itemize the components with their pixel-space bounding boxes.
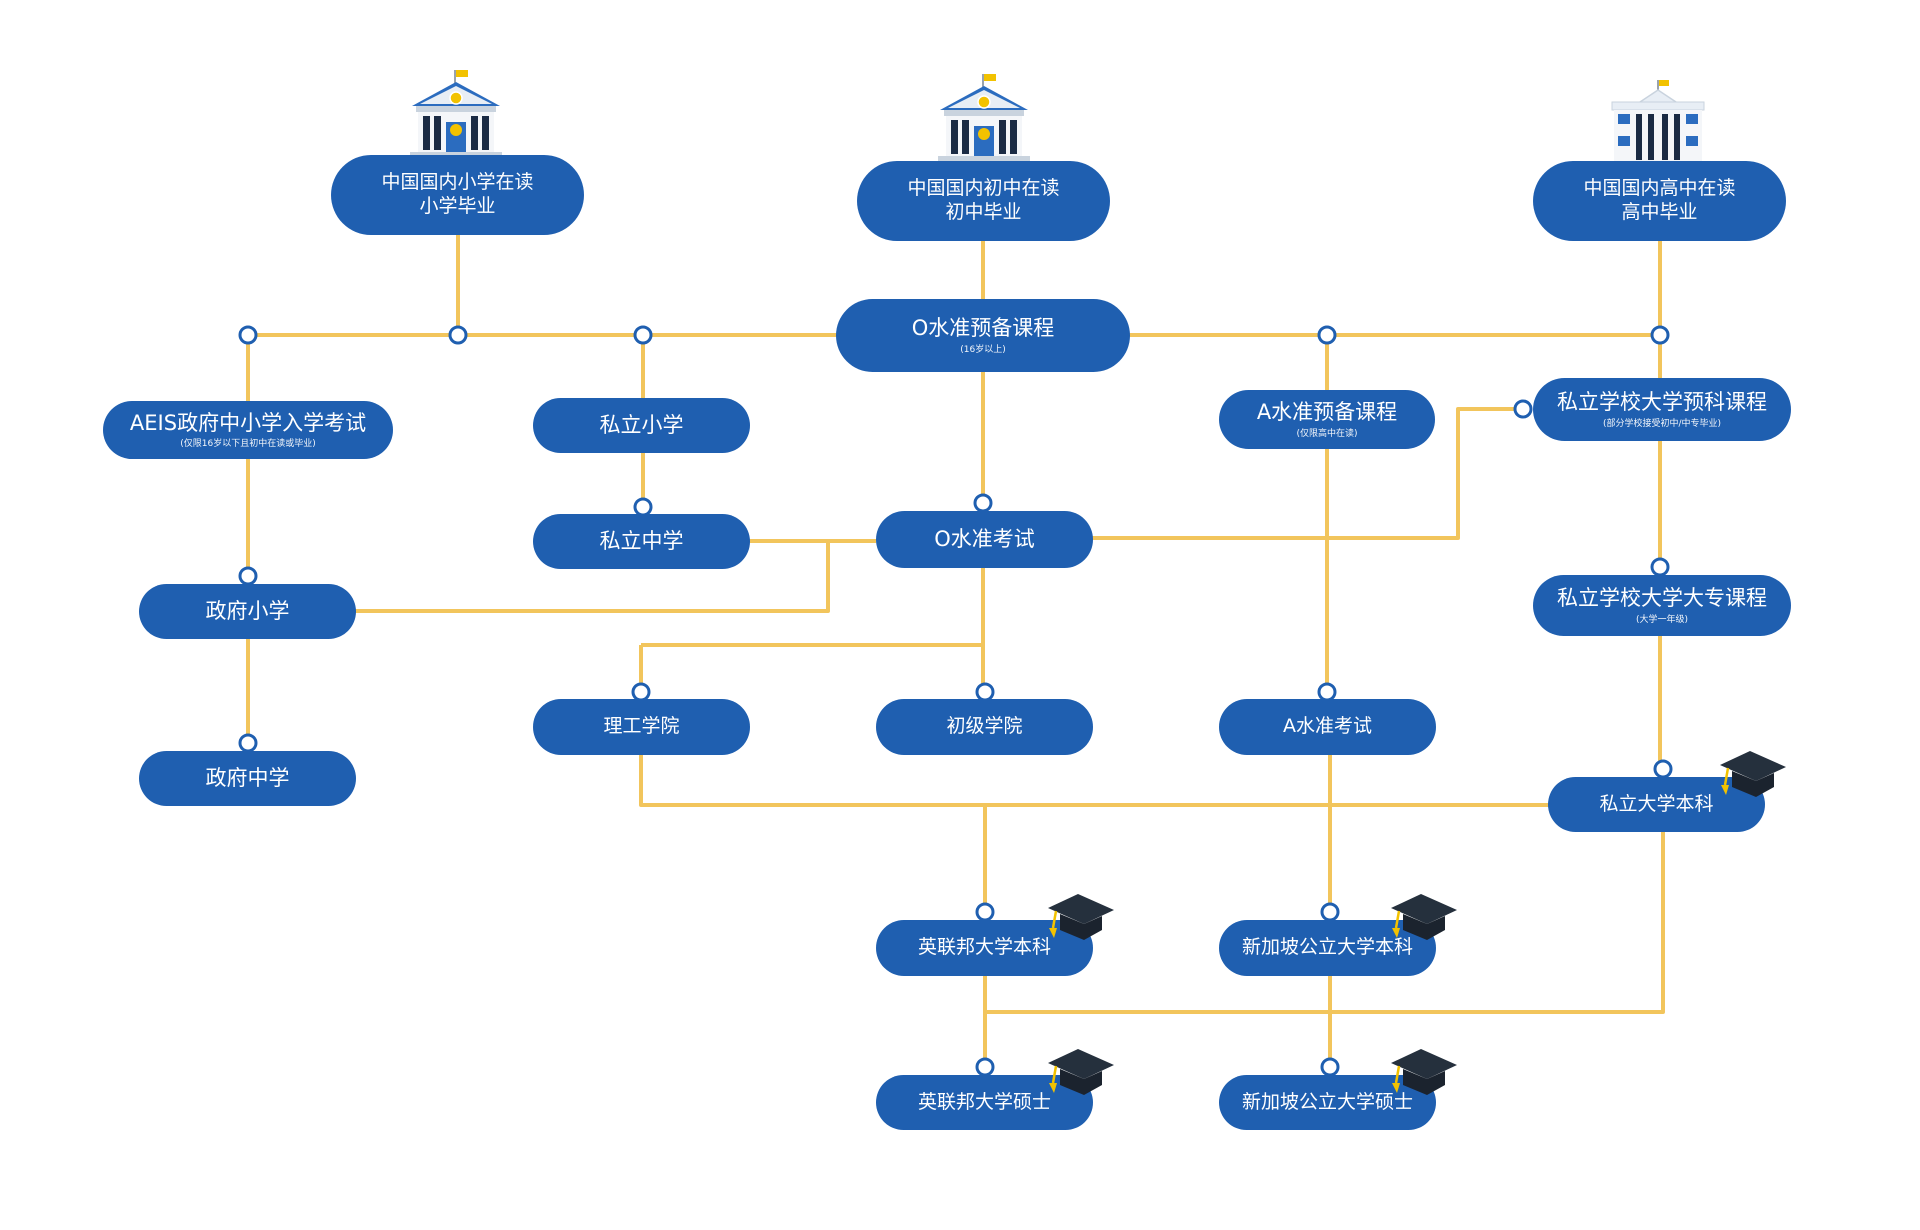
- junction-private-primary: [633, 325, 653, 345]
- junction-senior: [1650, 325, 1670, 345]
- junction-private-secondary: [633, 497, 653, 517]
- node-private-bachelor: 私立大学本科: [1548, 777, 1765, 832]
- junction-foundation: [1513, 399, 1533, 419]
- node-label-line2: 高中毕业: [1621, 201, 1698, 223]
- node-label: 私立中学: [599, 529, 684, 554]
- junction-jc: [975, 682, 995, 702]
- school-building-icon: [934, 74, 1034, 166]
- junction-private-bachelor: [1653, 759, 1673, 779]
- node-uk-bachelor: 英联邦大学本科: [876, 920, 1093, 976]
- node-note: (仅限16岁以下且初中在读或毕业): [180, 439, 316, 449]
- junction-gov-secondary: [238, 733, 258, 753]
- node-o-exam: O水准考试: [876, 511, 1093, 568]
- node-private-secondary: 私立中学: [533, 514, 750, 569]
- node-label-line1: 中国国内高中在读: [1583, 177, 1736, 200]
- node-sg-bachelor: 新加坡公立大学本科: [1219, 920, 1436, 976]
- junction-o-exam: [973, 493, 993, 513]
- node-gov-primary: 政府小学: [139, 584, 356, 639]
- node-label-line2: 小学毕业: [419, 195, 496, 217]
- node-jc: 初级学院: [876, 699, 1093, 755]
- node-sg-master: 新加坡公立大学硕士: [1219, 1075, 1436, 1130]
- line-split-poly-jc: [641, 643, 985, 700]
- node-label-line1: 中国国内小学在读: [381, 171, 534, 194]
- node-note: (大学一年级): [1635, 614, 1689, 625]
- node-a-prep: A水准预备课程 (仅限高中在读): [1219, 390, 1435, 449]
- node-label: 私立学校大学大专课程: [1557, 586, 1767, 611]
- node-label-line2: 初中毕业: [945, 201, 1022, 223]
- node-label: AEIS政府中小学入学考试: [129, 410, 367, 435]
- node-label: 私立小学: [599, 413, 684, 438]
- node-label: 政府中学: [205, 766, 290, 791]
- node-o-prep: O水准预备课程 (16岁以上): [836, 299, 1130, 372]
- line-return-bus: [985, 829, 1665, 1014]
- node-note: (部分学校接受初中/中专毕业): [1602, 418, 1722, 429]
- node-label: 英联邦大学本科: [917, 936, 1051, 959]
- node-label: 新加坡公立大学本科: [1241, 936, 1413, 959]
- node-gov-secondary: 政府中学: [139, 751, 356, 806]
- node-label: 政府小学: [205, 599, 290, 624]
- junction-sg-master: [1320, 1057, 1340, 1077]
- node-poly: 理工学院: [533, 699, 750, 755]
- node-private-diploma: 私立学校大学大专课程 (大学一年级): [1533, 575, 1791, 636]
- junction-gov-primary: [238, 566, 258, 586]
- node-note: (仅限高中在读): [1296, 428, 1358, 439]
- node-label-line1: 中国国内初中在读: [907, 177, 1060, 200]
- junction-sg-bachelor: [1320, 902, 1340, 922]
- node-private-foundation: 私立学校大学预科课程 (部分学校接受初中/中专毕业): [1533, 378, 1791, 441]
- node-label: 初级学院: [946, 715, 1023, 738]
- node-label: A水准考试: [1283, 715, 1372, 738]
- junction-diploma: [1650, 557, 1670, 577]
- node-private-primary: 私立小学: [533, 398, 750, 453]
- node-label: 私立大学本科: [1599, 792, 1714, 815]
- graduation-cap-icon: [1720, 751, 1786, 797]
- line-oexam-foundation: [1092, 407, 1523, 540]
- node-a-exam: A水准考试: [1219, 699, 1436, 755]
- junction-poly: [631, 682, 651, 702]
- node-cn-senior: 中国国内高中在读 高中毕业: [1533, 161, 1786, 241]
- node-note: (16岁以上): [960, 344, 1006, 355]
- junction-primary: [448, 325, 468, 345]
- node-cn-primary: 中国国内小学在读 小学毕业: [331, 155, 584, 235]
- junction-uk-bachelor: [975, 902, 995, 922]
- school-building-icon: [406, 70, 506, 162]
- node-label: 新加坡公立大学硕士: [1241, 1090, 1413, 1113]
- school-building-icon: [1608, 80, 1708, 172]
- junction-a-exam: [1317, 682, 1337, 702]
- node-label: A水准预备课程: [1256, 400, 1398, 425]
- node-label: 私立学校大学预科课程: [1557, 390, 1767, 415]
- junction-a-prep: [1317, 325, 1337, 345]
- node-label: O水准考试: [934, 527, 1035, 552]
- junction-aeis: [238, 325, 258, 345]
- graduation-cap-icon: [1391, 894, 1457, 940]
- line-govprimary-oexam: [354, 541, 830, 613]
- node-uk-master: 英联邦大学硕士: [876, 1075, 1093, 1130]
- graduation-cap-icon: [1048, 1049, 1114, 1095]
- junction-uk-master: [975, 1057, 995, 1077]
- node-label: 理工学院: [603, 715, 680, 738]
- node-cn-junior: 中国国内初中在读 初中毕业: [857, 161, 1110, 241]
- line-private-uk-bus: [639, 754, 1550, 807]
- node-aeis: AEIS政府中小学入学考试 (仅限16岁以下且初中在读或毕业): [103, 401, 393, 459]
- graduation-cap-icon: [1048, 894, 1114, 940]
- node-label: O水准预备课程: [911, 316, 1055, 341]
- node-label: 英联邦大学硕士: [917, 1090, 1051, 1113]
- graduation-cap-icon: [1391, 1049, 1457, 1095]
